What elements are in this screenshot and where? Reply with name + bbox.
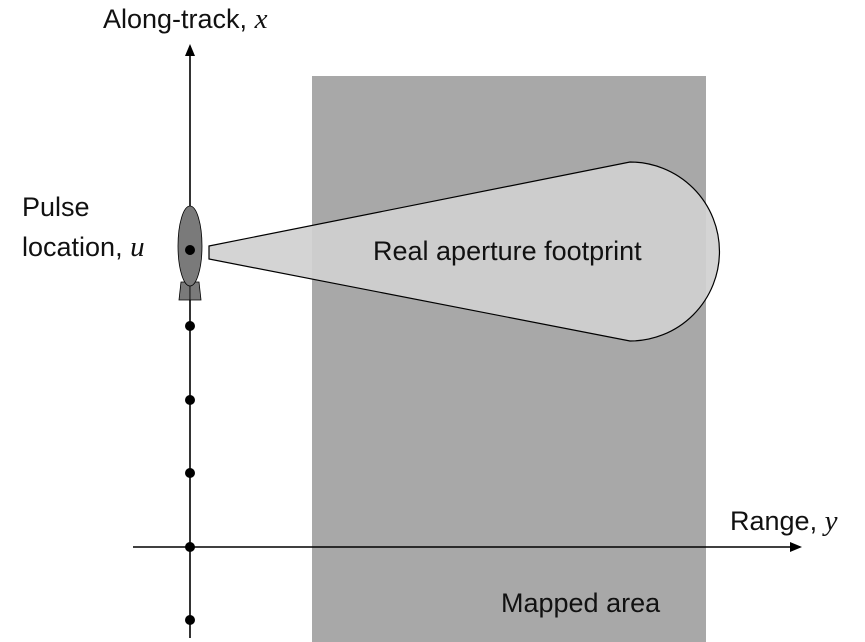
real-aperture-footprint [208, 161, 721, 342]
pulse-point [185, 395, 195, 405]
rocket-icon [177, 205, 203, 301]
along-track-variable: x [254, 3, 268, 35]
range-label-text: Range, [730, 506, 825, 536]
pulse-location-label-line1: Pulse [22, 192, 90, 222]
pulse-points [185, 321, 195, 625]
range-label: Range, y [730, 505, 838, 537]
pulse-point [185, 542, 195, 552]
along-track-label: Along-track, x [103, 3, 268, 35]
pulse-location-variable: u [130, 231, 145, 263]
pulse-point [185, 468, 195, 478]
mapped-area-label: Mapped area [501, 588, 661, 618]
current-pulse-dot [185, 245, 195, 255]
range-variable: y [822, 505, 838, 537]
pulse-point [185, 321, 195, 331]
pulse-point [185, 615, 195, 625]
along-track-label-text: Along-track, [103, 4, 255, 34]
footprint-label: Real aperture footprint [373, 236, 642, 266]
pulse-location-label-text: location, [22, 232, 130, 262]
pulse-location-label-line2: location, u [22, 231, 145, 263]
mapped-area-region [312, 76, 706, 642]
rocket-fin-right [189, 281, 202, 301]
